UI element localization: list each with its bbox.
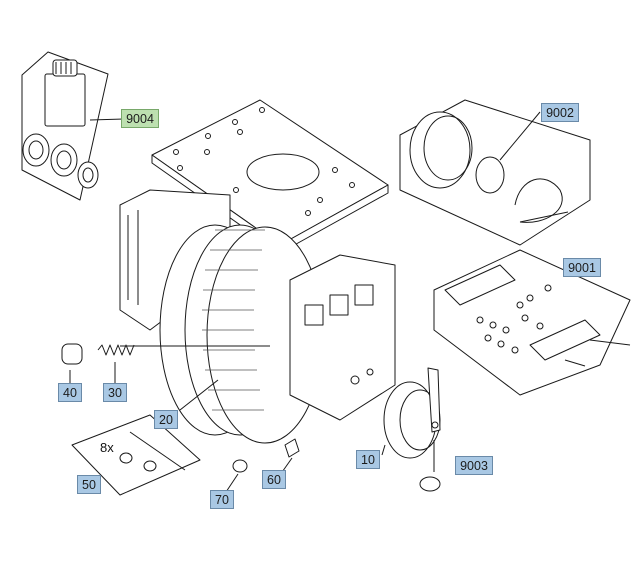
callout-40[interactable]: 40	[58, 383, 82, 402]
callout-60[interactable]: 60	[262, 470, 286, 489]
kit-9001-group	[433, 249, 631, 396]
callout-9001[interactable]: 9001	[563, 258, 601, 277]
wheel-housing	[119, 189, 396, 444]
hub-cover	[381, 367, 441, 492]
spring-and-cap	[61, 343, 135, 385]
callout-9002[interactable]: 9002	[541, 103, 579, 122]
callout-50[interactable]: 50	[77, 475, 101, 494]
callout-70[interactable]: 70	[210, 490, 234, 509]
callout-9004[interactable]: 9004	[121, 109, 159, 128]
callout-30[interactable]: 30	[103, 383, 127, 402]
pins-kit-50	[71, 414, 201, 496]
callout-20[interactable]: 20	[154, 410, 178, 429]
quantity-note: 8x	[100, 440, 114, 455]
callout-10[interactable]: 10	[356, 450, 380, 469]
callout-9003[interactable]: 9003	[455, 456, 493, 475]
screws	[476, 284, 552, 354]
small-parts	[179, 379, 300, 493]
kit-9002-group	[399, 99, 591, 246]
kit-9004-group	[21, 51, 125, 201]
